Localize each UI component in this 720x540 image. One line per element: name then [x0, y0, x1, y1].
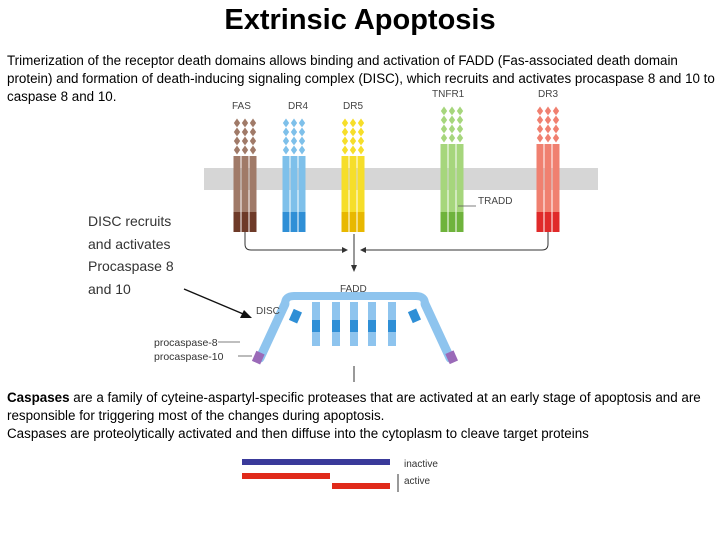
disc-callout-line-1: DISC recruits: [88, 213, 171, 229]
receptor-dr3-stalk: [536, 144, 544, 212]
receptor-dr3-death-domain: [536, 212, 544, 232]
disc-fadd-death-domain: [350, 320, 358, 332]
receptor-label-dr5: DR5: [343, 101, 363, 112]
receptor-tnfr1-stalk: [456, 144, 464, 212]
receptor-tnfr1-stalk: [448, 144, 456, 212]
fas-to-fadd-line: [244, 232, 346, 251]
receptor-dr5-cysteine-domain: [349, 144, 357, 156]
receptor-dr4-death-domain: [282, 212, 290, 232]
receptor-dr4-death-domain: [290, 212, 298, 232]
procaspase-8-tip: [251, 350, 265, 365]
inactive-label: inactive: [404, 459, 438, 470]
receptor-dr4: [282, 117, 306, 232]
disc-right-death-domain: [407, 308, 422, 324]
receptor-label-fas: FAS: [232, 101, 251, 112]
callout-arrowhead: [240, 310, 252, 318]
receptor-fas-cysteine-domain: [249, 144, 257, 156]
active-bar-right: [332, 483, 390, 489]
fadd-label: FADD: [340, 284, 367, 295]
receptor-label-dr3: DR3: [538, 89, 558, 100]
receptor-label-dr4: DR4: [288, 101, 308, 112]
receptor-dr3-death-domain: [552, 212, 560, 232]
receptor-dr5-stalk: [357, 156, 365, 212]
extrinsic-apoptosis-diagram: FAS DR4 DR5 TNFR1 DR3 TRADD DISC recruit…: [88, 89, 598, 382]
receptor-dr4-stalk: [298, 156, 306, 212]
receptor-tnfr1-stalk: [440, 144, 448, 212]
disc-right-leg: [420, 299, 455, 363]
receptor-fas-cysteine-domain: [241, 144, 249, 156]
receptor-tnfr1-cysteine-domain: [456, 132, 464, 144]
receptor-label-tnfr1: TNFR1: [432, 89, 465, 100]
caspases-description: are a family of cyteine-aspartyl-specifi…: [7, 390, 701, 423]
receptor-dr5-cysteine-domain: [357, 144, 365, 156]
receptor-fas-death-domain: [233, 212, 241, 232]
disc-left-death-domain: [288, 308, 303, 324]
receptor-tnfr1-death-domain: [440, 212, 448, 232]
receptor-dr4-stalk: [282, 156, 290, 212]
caspases-paragraph: Caspases are a family of cyteine-asparty…: [7, 389, 715, 443]
receptor-dr4-cysteine-domain: [298, 144, 306, 156]
receptor-dr4-cysteine-domain: [282, 144, 290, 156]
dr3-to-fadd-line: [362, 232, 549, 251]
receptor-dr5-death-domain: [357, 212, 365, 232]
receptor-dr3-stalk: [544, 144, 552, 212]
tradd-label: TRADD: [478, 196, 512, 207]
receptor-fas-cysteine-domain: [233, 144, 241, 156]
receptor-tnfr1-death-domain: [448, 212, 456, 232]
receptor-dr4-cysteine-domain: [290, 144, 298, 156]
receptor-dr4-death-domain: [298, 212, 306, 232]
disc-fadd-death-domain: [312, 320, 320, 332]
callout-arrow-shaft: [183, 288, 249, 317]
receptor-dr3-death-domain: [544, 212, 552, 232]
procaspase-10-label: procaspase-10: [154, 351, 224, 363]
receptor-fas: [233, 117, 257, 232]
dr3-arrowhead: [360, 247, 366, 253]
receptor-dr4-stalk: [290, 156, 298, 212]
receptor-dr5-death-domain: [341, 212, 349, 232]
disc-complex: [251, 292, 459, 365]
active-bar-left: [242, 473, 330, 479]
receptor-dr3-stalk: [552, 144, 560, 212]
procaspase-8-label: procaspase-8: [154, 337, 218, 349]
disc-callout-line-2: and activates: [88, 236, 171, 252]
receptor-dr5: [341, 117, 365, 232]
inactive-bar: [242, 459, 390, 465]
receptor-tnfr1-death-domain: [456, 212, 464, 232]
disc-label: DISC: [256, 306, 280, 317]
receptor-fas-death-domain: [249, 212, 257, 232]
disc-callout-line-3: Procaspase 8: [88, 258, 174, 274]
receptor-tnfr1-cysteine-domain: [448, 132, 456, 144]
active-label: active: [404, 476, 431, 487]
receptor-fas-stalk: [233, 156, 241, 212]
receptor-tnfr1: [440, 105, 464, 232]
disc-fadd-death-domain: [388, 320, 396, 332]
receptor-dr3-cysteine-domain: [544, 132, 552, 144]
receptor-dr5-death-domain: [349, 212, 357, 232]
receptor-fas-death-domain: [241, 212, 249, 232]
center-arrowhead: [351, 265, 357, 272]
caspases-activation-text: Caspases are proteolytically activated a…: [7, 426, 589, 441]
receptor-fas-stalk: [241, 156, 249, 212]
intro-paragraph: Trimerization of the receptor death doma…: [7, 53, 715, 104]
receptor-dr3: [536, 105, 560, 232]
disc-left-leg: [255, 299, 290, 363]
procaspase-10-tip: [445, 350, 459, 365]
receptor-dr5-stalk: [341, 156, 349, 212]
fas-arrowhead: [342, 247, 348, 253]
receptor-dr5-cysteine-domain: [341, 144, 349, 156]
receptor-fas-stalk: [249, 156, 257, 212]
disc-fadd-death-domain: [332, 320, 340, 332]
receptor-tnfr1-cysteine-domain: [440, 132, 448, 144]
receptor-group: [233, 105, 560, 232]
slide-title: Extrinsic Apoptosis: [224, 4, 496, 36]
receptor-dr5-stalk: [349, 156, 357, 212]
receptor-dr3-cysteine-domain: [536, 132, 544, 144]
caspase-activation-legend: inactive active: [242, 459, 438, 492]
disc-fadd-death-domain: [368, 320, 376, 332]
caspases-term: Caspases: [7, 390, 70, 405]
disc-callout-line-4: and 10: [88, 281, 131, 297]
receptor-dr3-cysteine-domain: [552, 132, 560, 144]
